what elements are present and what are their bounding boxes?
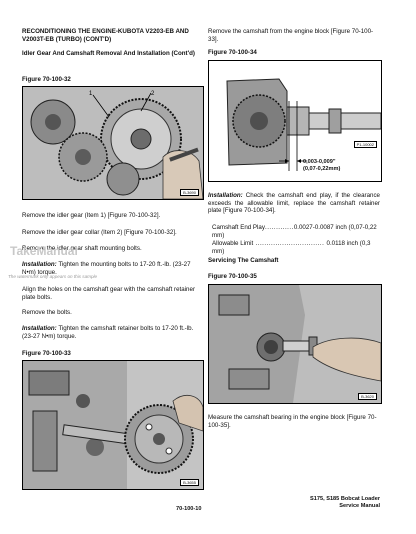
camshaft-removal-illustration — [23, 361, 203, 489]
subsection-heading: Idler Gear And Camshaft Removal And Inst… — [22, 50, 195, 57]
installation-label: Installation: — [22, 261, 57, 268]
camshaft-end-play-illustration — [209, 61, 381, 181]
spec-value: 0.0118 inch (0,3 mm) — [212, 240, 371, 255]
figure-id: P1-10002 — [353, 141, 377, 148]
page-number: 70-100-10 — [176, 506, 202, 512]
watermark-note: The watermark only appears on this sampl… — [8, 274, 98, 279]
para-remove-collar: Remove the idler gear collar (Item 2) [F… — [22, 229, 177, 236]
engine-gear-illustration: 1 2 — [23, 87, 203, 199]
para-measure-bearing: Measure the camshaft bearing in the engi… — [208, 414, 377, 429]
installation-text: Check the camshaft end play, if the clea… — [208, 192, 380, 215]
para-remove-bolts: Remove the bolts. — [22, 309, 72, 316]
figure-label-32: Figure 70-100-32 — [22, 76, 71, 83]
spec-label: Camshaft End Play — [212, 224, 265, 231]
para-check-end-play: Installation: Check the camshaft end pla… — [208, 192, 380, 215]
installation-label: Installation: — [208, 192, 243, 199]
spec-end-play: Camshaft End Play.............0.0027-0.0… — [212, 224, 377, 239]
dimension-mm: (0,07-0,22mm) — [303, 165, 341, 172]
installation-label: Installation: — [22, 325, 57, 332]
spec-label: Allowable Limit — [212, 240, 254, 247]
watermark: TakeManual — [10, 244, 78, 258]
figure-label-34: Figure 70-100-34 — [208, 49, 257, 56]
figure-label-35: Figure 70-100-35 — [208, 273, 257, 280]
para-align-holes: Align the holes on the camshaft gear wit… — [22, 286, 196, 301]
figure-id: B-3655 — [180, 479, 199, 486]
para-installation-retainer: Installation: Tighten the camshaft retai… — [22, 325, 202, 340]
subsection-heading: Servicing The Camshaft — [208, 257, 279, 264]
figure-id: B-3620 — [358, 393, 377, 400]
spec-value: 0.0027-0.0087 inch (0,07-0,22 mm) — [212, 224, 377, 239]
spec-allowable-limit: Allowable Limit ........................… — [212, 240, 371, 255]
dimension-inches: 0,003-0,009" — [303, 159, 336, 165]
camshaft-bearing-measure-illustration — [209, 285, 381, 403]
footer-manual-title: S175, S185 Bobcat Loader Service Manual — [290, 496, 380, 510]
figure-70-100-32: 1 2 B-3690 — [22, 86, 204, 200]
installation-text: Tighten the camshaft retainer bolts to 1… — [22, 325, 194, 340]
end-play-dimension: 0,003-0,009" (0,07-0,22mm) — [303, 159, 340, 172]
figure-70-100-35: B-3620 — [208, 284, 382, 404]
footer-model: S175, S185 Bobcat Loader — [310, 496, 380, 502]
callout-1: 1 — [89, 91, 93, 97]
para-installation-torque: Installation: Tighten the mounting bolts… — [22, 261, 202, 276]
footer-manual: Service Manual — [339, 503, 380, 509]
callout-2: 2 — [151, 91, 155, 97]
figure-id: B-3690 — [180, 189, 199, 196]
section-heading: RECONDITIONING THE ENGINE-KUBOTA V2203-E… — [22, 28, 189, 43]
installation-text: Tighten the mounting bolts to 17-20 ft.-… — [22, 261, 191, 276]
para-remove-camshaft: Remove the camshaft from the engine bloc… — [208, 28, 374, 43]
figure-70-100-33: B-3655 — [22, 360, 204, 490]
figure-70-100-34: 0,003-0,009" (0,07-0,22mm) P1-10002 — [208, 60, 382, 182]
figure-label-33: Figure 70-100-33 — [22, 350, 71, 357]
para-remove-idler-gear: Remove the idler gear (Item 1) [Figure 7… — [22, 212, 161, 219]
para-remove-shaft-bolts: Remove the idler gear shaft mounting bol… — [22, 245, 142, 252]
